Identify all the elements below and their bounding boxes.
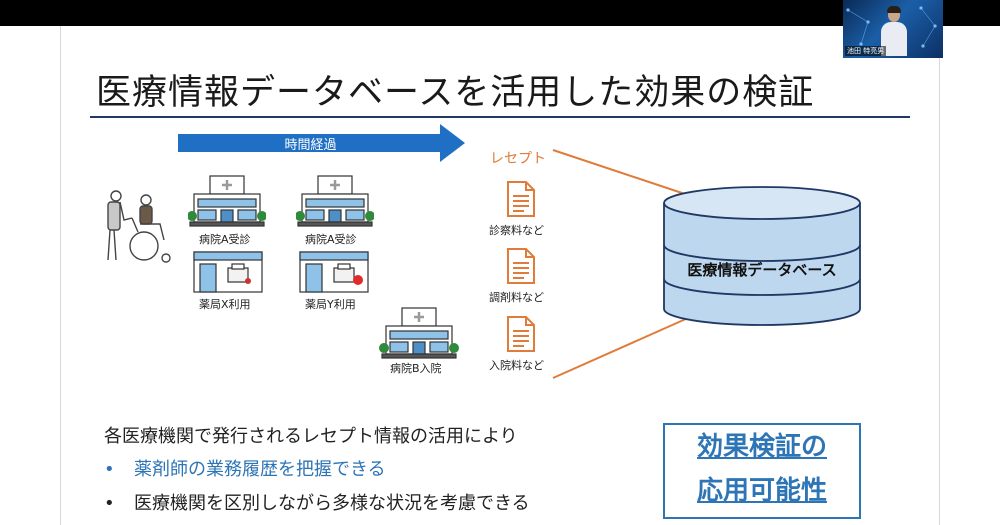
summary-text: 各医療機関で発行されるレセプト情報の活用により: [104, 426, 518, 447]
receipt-label: 診察料など: [489, 224, 544, 237]
facility-label: 薬局X利用: [199, 298, 251, 311]
top-bar: [0, 0, 1000, 26]
time-arrow-label: 時間経過: [284, 138, 337, 153]
database-label: 医療情報データベース: [687, 261, 837, 279]
bullet-text: 医療機関を区別しながら多様な状況を考慮できる: [134, 493, 530, 514]
facility-label: 病院A受診: [305, 233, 357, 246]
receipt-label: 入院料など: [489, 359, 544, 372]
title-divider: [90, 116, 910, 118]
effect-line-1: 効果検証の: [696, 432, 827, 462]
patient-wheelchair-icon: [107, 190, 171, 263]
bullet-item: •薬剤師の業務履歴を把握できる: [104, 459, 386, 480]
document-icon: [507, 181, 535, 217]
facility-label: 病院A受診: [199, 233, 251, 246]
database-cylinder-icon: [663, 186, 861, 326]
facility-label: 病院B入院: [390, 362, 442, 375]
effect-line-2: 応用可能性: [696, 476, 827, 506]
presenter-name: 池田 特亮男: [845, 46, 887, 56]
bullet-text: 薬剤師の業務履歴を把握できる: [134, 459, 386, 480]
receipt-header: レセプト: [490, 151, 546, 167]
slide-title: 医療情報データベースを活用した効果の検証: [96, 73, 815, 113]
hospital-icon: [379, 307, 459, 359]
receipt-label: 調剤料など: [489, 291, 544, 304]
effect-callout-box: 効果検証の 応用可能性: [663, 423, 861, 519]
pharmacy-icon: [193, 251, 263, 293]
document-icon: [507, 248, 535, 284]
facility-label: 薬局Y利用: [305, 298, 356, 311]
hospital-icon: [188, 175, 266, 227]
hospital-icon: [296, 175, 374, 227]
time-arrow: [178, 124, 465, 162]
presenter-video[interactable]: 池田 特亮男: [843, 0, 943, 58]
pharmacy-icon: [299, 251, 369, 293]
bullet-item: •医療機関を区別しながら多様な状況を考慮できる: [104, 493, 530, 514]
network-background-icon: [846, 6, 937, 48]
document-icon: [507, 316, 535, 352]
